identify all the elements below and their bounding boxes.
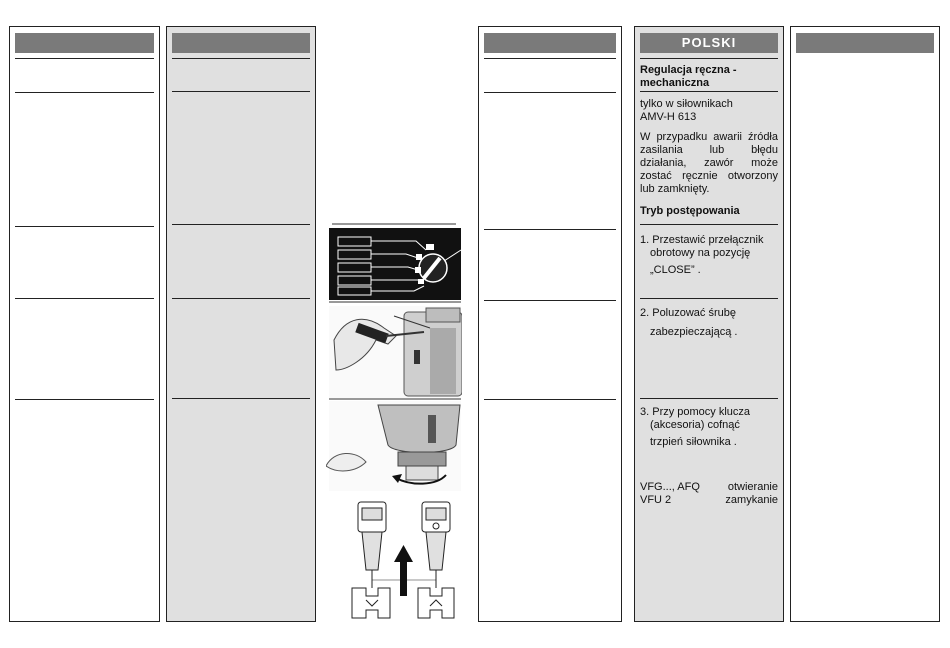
valve-direction-figure	[351, 501, 455, 619]
section-title: Regulacja ręczna - mechaniczna	[640, 64, 737, 89]
actuator-illustrations	[325, 223, 463, 619]
column-polish: POLSKI Regulacja ręczna - mechaniczna ty…	[634, 26, 784, 622]
step-2: 2. Poluzować śrubę zabezpieczającą .	[640, 307, 738, 338]
column-6	[790, 26, 940, 622]
column-header-bar	[172, 33, 310, 53]
column-header-bar	[484, 33, 616, 53]
arrow-up-icon	[394, 545, 413, 596]
column-4	[478, 26, 622, 622]
illustration-panel	[325, 220, 463, 630]
step-1: 1. Przestawić przełącznik obrotowy na po…	[640, 234, 764, 276]
section-intro: W przypadku awarii źródła zasilania lub …	[640, 131, 778, 195]
screwdriver-figure	[329, 306, 463, 398]
step-3: 3. Przy pomocy klucza (akcesoria) cofnąć…	[640, 406, 751, 448]
column-1	[9, 26, 160, 622]
section-note: tylko w siłownikach AMV-H 613	[640, 98, 733, 123]
column-header-bar	[796, 33, 934, 53]
language-header: POLSKI	[640, 33, 778, 53]
procedure-title: Tryb postępowania	[640, 205, 740, 217]
column-header-bar	[15, 33, 154, 53]
column-2	[166, 26, 316, 622]
wrench-figure	[325, 401, 461, 491]
